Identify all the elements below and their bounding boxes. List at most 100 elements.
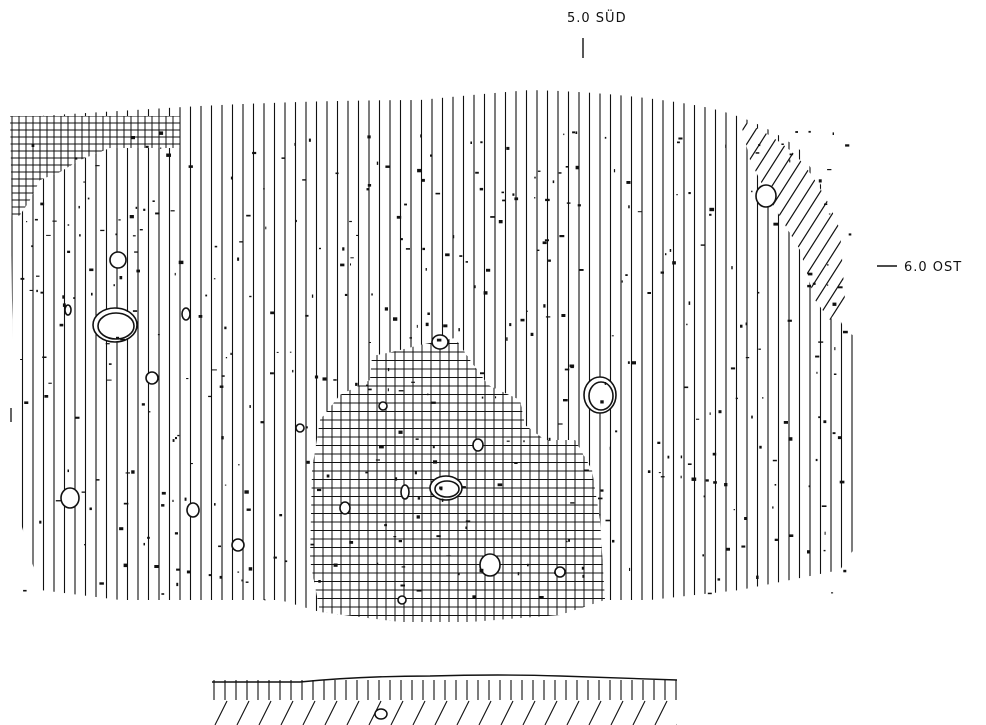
speck [355, 382, 358, 386]
speck [273, 556, 277, 559]
speck [611, 335, 614, 337]
speck [582, 574, 585, 578]
diagonal-line [740, 120, 789, 320]
speck [384, 307, 388, 311]
speck [815, 458, 818, 462]
speck [276, 351, 279, 353]
speck [105, 343, 110, 345]
speck [36, 275, 40, 277]
speck [161, 504, 165, 507]
speck [688, 301, 691, 305]
speck [628, 205, 630, 209]
stone [378, 401, 388, 411]
speck [480, 372, 485, 375]
speck [119, 276, 123, 280]
speck [730, 367, 736, 370]
speck [20, 277, 25, 280]
speck [387, 388, 389, 392]
speck [808, 485, 810, 488]
speck [545, 198, 550, 202]
speck [154, 565, 160, 568]
speck [581, 566, 584, 570]
speck [350, 257, 354, 259]
speck [552, 180, 555, 184]
speck [349, 220, 352, 223]
speck [534, 197, 536, 199]
speck [570, 366, 574, 369]
speck [827, 169, 832, 171]
speck [539, 596, 544, 598]
speck [725, 547, 730, 551]
speck [709, 412, 711, 415]
speck [379, 445, 384, 449]
speck [186, 378, 189, 380]
speck [132, 235, 136, 237]
speck [417, 168, 422, 173]
speck [177, 434, 180, 437]
speck [688, 192, 691, 195]
speck [208, 574, 212, 577]
speck [414, 470, 417, 475]
speck [677, 141, 680, 144]
speck [520, 318, 525, 322]
speck [170, 210, 175, 212]
profile-diagonal [478, 700, 492, 725]
speck [598, 497, 603, 500]
speck [376, 161, 379, 165]
speck [149, 411, 151, 413]
speck [741, 545, 746, 548]
speck [479, 187, 484, 191]
speck [837, 436, 842, 440]
speck [816, 371, 818, 374]
speck [333, 379, 337, 381]
speck [759, 445, 762, 449]
profile-diagonal [258, 700, 272, 725]
speck [807, 272, 813, 276]
speck [832, 132, 834, 135]
speck [446, 555, 452, 557]
speck [205, 294, 208, 297]
speck [311, 294, 314, 298]
speck [667, 455, 670, 459]
speck [375, 459, 380, 461]
diagonal-line [908, 120, 986, 340]
speck [579, 269, 584, 271]
speck [335, 172, 339, 175]
speck [292, 369, 294, 373]
speck [398, 390, 404, 392]
speck [34, 218, 38, 221]
section-profile [212, 674, 678, 725]
speck [108, 363, 112, 365]
stone [755, 184, 777, 208]
speck [472, 595, 476, 599]
speck [470, 141, 472, 144]
speck [225, 357, 228, 359]
speck [815, 355, 820, 358]
speck [772, 459, 777, 462]
speck [680, 475, 682, 479]
speck [439, 486, 443, 490]
stone-features [60, 184, 777, 605]
speck [84, 544, 86, 546]
speck [350, 263, 351, 266]
speck [131, 136, 135, 140]
speck [44, 395, 49, 398]
speck [405, 248, 410, 250]
speck [87, 197, 90, 200]
diagonal-line [740, 120, 776, 320]
speck [289, 351, 292, 353]
speck [123, 502, 129, 505]
speck [440, 488, 443, 491]
speck [821, 505, 827, 507]
speck [425, 322, 429, 327]
speck [600, 400, 604, 404]
speck [563, 133, 565, 136]
speck [827, 264, 829, 266]
speck [237, 257, 240, 261]
speck [441, 498, 444, 502]
speck [404, 203, 407, 206]
speck [241, 579, 243, 582]
speck [731, 266, 733, 270]
speck [702, 554, 704, 557]
profile-diagonal [324, 700, 338, 725]
